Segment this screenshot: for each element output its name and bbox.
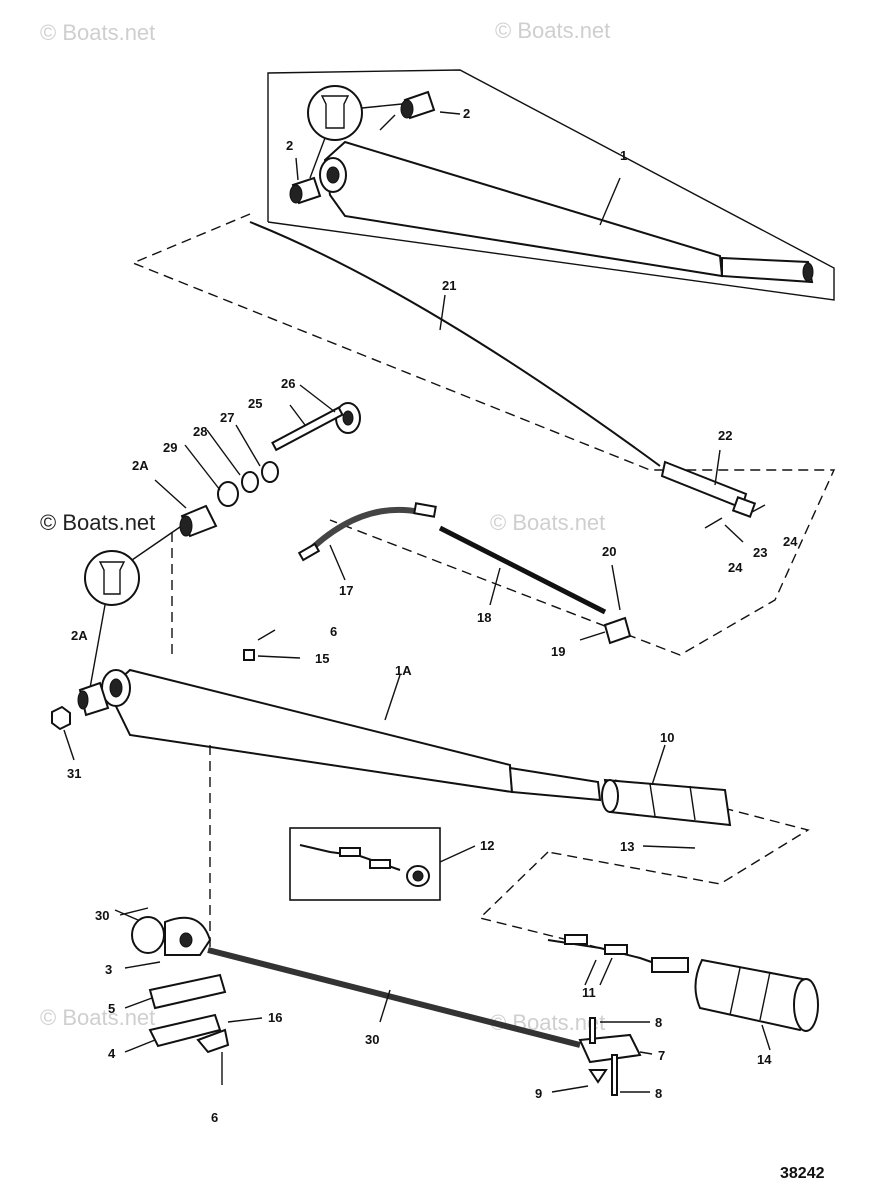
callout-2a-upper: 2A <box>132 458 149 473</box>
callout-2-upper: 2 <box>463 106 470 121</box>
tiller-arm-1a <box>101 668 602 802</box>
callout-19: 19 <box>551 644 565 659</box>
bushing-2-lower <box>289 176 322 205</box>
callout-1: 1 <box>620 148 627 163</box>
callout-2-lower: 2 <box>286 138 293 153</box>
callout-28: 28 <box>193 424 207 439</box>
bracket-7 <box>578 1017 642 1096</box>
callout-14: 14 <box>757 1052 772 1067</box>
callout-17: 17 <box>339 583 353 598</box>
watermark-bottom-left: © Boats.net <box>40 1005 155 1030</box>
callout-11: 11 <box>582 985 596 1000</box>
callout-9: 9 <box>535 1086 542 1101</box>
grip-10 <box>601 778 732 827</box>
callout-25: 25 <box>248 396 262 411</box>
callout-24-left: 24 <box>728 560 743 575</box>
callout-12: 12 <box>480 838 494 853</box>
nut-31 <box>51 705 71 731</box>
callout-7: 7 <box>658 1048 665 1063</box>
callout-30-left: 30 <box>95 908 109 923</box>
callout-2a-lower: 2A <box>71 628 88 643</box>
callout-26: 26 <box>281 376 295 391</box>
callout-13: 13 <box>620 839 634 854</box>
watermark-middle: © Boats.net <box>490 510 605 535</box>
callout-6-upper: 6 <box>330 624 337 639</box>
callout-24-right: 24 <box>783 534 798 549</box>
callout-16: 16 <box>268 1010 282 1025</box>
callout-5: 5 <box>108 1001 115 1016</box>
throttle-grip-14 <box>694 958 819 1032</box>
wires-11 <box>547 934 689 973</box>
watermark-bottom-right: © Boats.net <box>490 1010 605 1035</box>
callout-15: 15 <box>315 651 329 666</box>
callout-27: 27 <box>220 410 234 425</box>
kill-switch-box-12 <box>289 827 441 901</box>
rod-30 <box>207 947 581 1048</box>
callout-3: 3 <box>105 962 112 977</box>
bushing-detail-circle <box>307 85 363 141</box>
screw-6-clip-15 <box>243 629 301 661</box>
rod-18 <box>438 525 607 615</box>
callout-29: 29 <box>163 440 177 455</box>
figure-number: 38242 <box>780 1165 825 1182</box>
callout-8-upper: 8 <box>655 1015 662 1030</box>
callout-6-lower: 6 <box>211 1110 218 1125</box>
watermark-top-left: © Boats.net <box>40 20 155 45</box>
callout-30-bottom: 30 <box>365 1032 379 1047</box>
bushing-2a-lower <box>77 681 110 717</box>
callout-22: 22 <box>718 428 732 443</box>
callout-1a: 1A <box>395 663 412 678</box>
cable-end-22 <box>660 449 757 518</box>
callout-4: 4 <box>108 1046 116 1061</box>
watermark-main: © Boats.net <box>40 510 155 535</box>
bushing-2-upper <box>400 90 436 120</box>
callout-31: 31 <box>67 766 81 781</box>
cable-17 <box>302 506 421 558</box>
bushing-2a-detail-circle <box>84 550 140 606</box>
callout-23: 23 <box>753 545 767 560</box>
connector-19 <box>603 616 632 645</box>
callout-8-lower: 8 <box>655 1086 662 1101</box>
tiller-arm-1 <box>323 140 724 278</box>
callout-21: 21 <box>442 278 456 293</box>
left-bottom-parts <box>131 916 230 1085</box>
callout-18: 18 <box>477 610 491 625</box>
watermark-top-right: © Boats.net <box>495 18 610 43</box>
top-assembly-box <box>267 69 835 301</box>
throttle-cable-21 <box>249 221 661 467</box>
callout-20: 20 <box>602 544 616 559</box>
bolt-stack <box>179 402 361 538</box>
callout-10: 10 <box>660 730 674 745</box>
